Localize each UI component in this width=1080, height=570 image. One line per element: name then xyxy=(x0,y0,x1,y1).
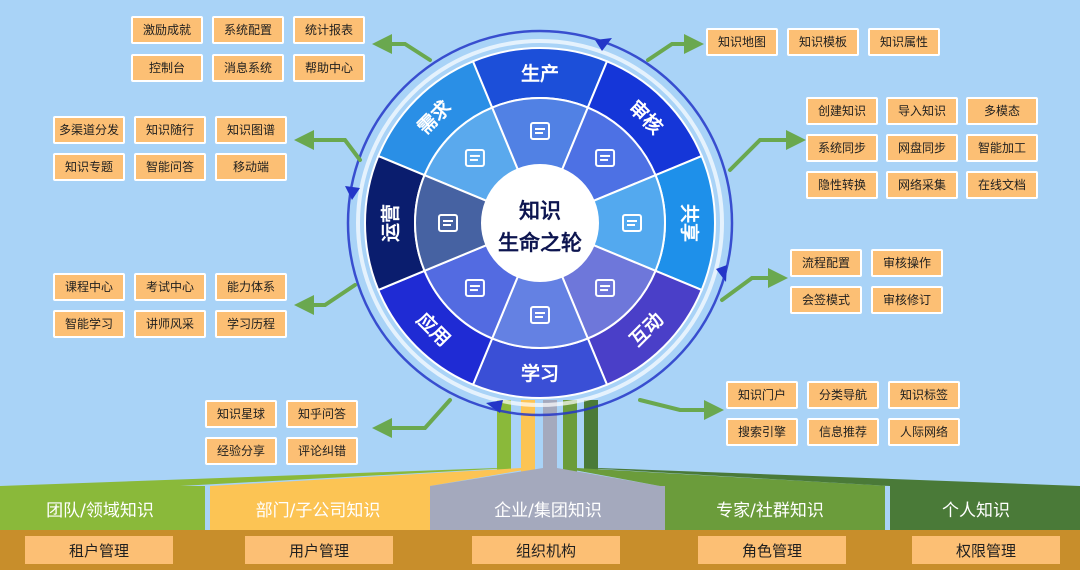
tag-knowledge-graph[interactable]: 知识图谱 xyxy=(215,116,287,144)
tag-countersign[interactable]: 会签模式 xyxy=(790,286,862,314)
arrow-left-top xyxy=(294,130,362,162)
arrow-right-bottom xyxy=(638,398,724,420)
tag-multimodal[interactable]: 多模态 xyxy=(966,97,1038,125)
tag-smart-qa[interactable]: 智能问答 xyxy=(134,153,206,181)
tag-learning-history[interactable]: 学习历程 xyxy=(215,310,287,338)
signal-icon xyxy=(438,214,458,232)
tag-mobile[interactable]: 移动端 xyxy=(215,153,287,181)
arrow-top-left xyxy=(372,34,432,62)
mgmt-role xyxy=(698,536,846,564)
tier-department xyxy=(210,486,430,530)
tag-smart-learning[interactable]: 智能学习 xyxy=(53,310,125,338)
tier-label-department: 部门/子公司知识 xyxy=(256,501,381,521)
tag-online-doc[interactable]: 在线文档 xyxy=(966,171,1038,199)
cycle-arrowheads xyxy=(345,38,727,413)
tag-knowledge-portal[interactable]: 知识门户 xyxy=(726,381,798,409)
tier-label-expert: 专家/社群知识 xyxy=(716,501,824,521)
tag-netdisk-sync[interactable]: 网盘同步 xyxy=(886,134,958,162)
management-bar: 租户管理 用户管理 组织机构 角色管理 权限管理 xyxy=(0,530,1080,570)
tier-team xyxy=(0,486,205,530)
tier-fan xyxy=(0,468,1080,486)
mgmt-tenant xyxy=(25,536,173,564)
mgmt-label-permission: 权限管理 xyxy=(956,542,1016,560)
tag-help-center[interactable]: 帮助中心 xyxy=(293,54,365,82)
tag-category-nav[interactable]: 分类导航 xyxy=(807,381,879,409)
tier-personal xyxy=(890,486,1080,530)
arrow-top-right xyxy=(646,34,704,62)
tag-experience-share[interactable]: 经验分享 xyxy=(205,437,277,465)
arrow-right-middle xyxy=(720,268,788,302)
arrow-left-bottom xyxy=(294,283,357,315)
outer-ring xyxy=(356,39,724,407)
mgmt-label-tenant: 租户管理 xyxy=(69,542,129,560)
tag-knowledge-mobile[interactable]: 知识随行 xyxy=(134,116,206,144)
tier-label-team: 团队/领域知识 xyxy=(46,501,154,521)
tag-process-config[interactable]: 流程配置 xyxy=(790,249,862,277)
bar-chart-icon xyxy=(595,148,616,167)
mgmt-org xyxy=(472,536,620,564)
book-icon xyxy=(464,279,485,298)
tag-knowledge-planet[interactable]: 知识星球 xyxy=(205,400,277,428)
tag-knowledge-label[interactable]: 知识标签 xyxy=(888,381,960,409)
tag-web-crawl[interactable]: 网络采集 xyxy=(886,171,958,199)
tag-tacit-conversion[interactable]: 隐性转换 xyxy=(806,171,878,199)
tag-course-center[interactable]: 课程中心 xyxy=(53,273,125,301)
tag-knowledge-topic[interactable]: 知识专题 xyxy=(53,153,125,181)
cycle-arrow-ring xyxy=(346,29,734,417)
mgmt-label-user: 用户管理 xyxy=(289,542,349,560)
tier-bar: 团队/领域知识 部门/子公司知识 企业/集团知识 专家/社群知识 个人知识 xyxy=(0,486,1080,530)
tag-zhihu-qa[interactable]: 知乎问答 xyxy=(286,400,358,428)
tag-review-operation[interactable]: 审核操作 xyxy=(871,249,943,277)
tag-instructor[interactable]: 讲师风采 xyxy=(134,310,206,338)
tag-knowledge-template[interactable]: 知识模板 xyxy=(787,28,859,56)
mgmt-label-org: 组织机构 xyxy=(516,542,576,560)
center-title-line2: 生命之轮 xyxy=(498,231,582,255)
doc-icon xyxy=(464,148,485,167)
arrow-bottom-left xyxy=(372,398,452,438)
arrow-right-top xyxy=(728,130,806,172)
tag-smart-processing[interactable]: 智能加工 xyxy=(966,134,1038,162)
mgmt-user xyxy=(245,536,393,564)
wheel-segment-label: 生产 xyxy=(521,62,559,85)
wheel-stand xyxy=(497,400,598,472)
tag-search-engine[interactable]: 搜索引擎 xyxy=(726,418,798,446)
center-hub xyxy=(482,165,598,281)
tag-knowledge-map[interactable]: 知识地图 xyxy=(706,28,778,56)
tag-system-config[interactable]: 系统配置 xyxy=(212,16,284,44)
mgmt-label-role: 角色管理 xyxy=(742,542,802,560)
tag-comment-correct[interactable]: 评论纠错 xyxy=(286,437,358,465)
tier-label-personal: 个人知识 xyxy=(942,501,1010,521)
wheel-segment-label: 共享 xyxy=(678,204,701,242)
checklist-icon xyxy=(530,122,550,140)
tag-review-revision[interactable]: 审核修订 xyxy=(871,286,943,314)
connector-arrows xyxy=(294,34,806,438)
mgmt-permission xyxy=(912,536,1060,564)
tag-create-knowledge[interactable]: 创建知识 xyxy=(806,97,878,125)
center-title-line1: 知识 xyxy=(519,199,561,223)
tag-system-sync[interactable]: 系统同步 xyxy=(806,134,878,162)
tag-messaging[interactable]: 消息系统 xyxy=(212,54,284,82)
tier-label-enterprise: 企业/集团知识 xyxy=(494,501,602,521)
tag-knowledge-attribute[interactable]: 知识属性 xyxy=(868,28,940,56)
tag-exam-center[interactable]: 考试中心 xyxy=(134,273,206,301)
tag-incentive[interactable]: 激励成就 xyxy=(131,16,203,44)
wheel-segment-label: 学习 xyxy=(521,362,559,385)
wheel-segment-label: 运营 xyxy=(379,204,402,242)
tag-console[interactable]: 控制台 xyxy=(131,54,203,82)
tag-import-knowledge[interactable]: 导入知识 xyxy=(886,97,958,125)
printer-icon xyxy=(595,279,616,298)
tag-people-network[interactable]: 人际网络 xyxy=(888,418,960,446)
tier-expert xyxy=(665,486,885,530)
tag-competency[interactable]: 能力体系 xyxy=(215,273,287,301)
tag-recommendation[interactable]: 信息推荐 xyxy=(807,418,879,446)
tag-statistics[interactable]: 统计报表 xyxy=(293,16,365,44)
tier-enterprise xyxy=(430,486,665,530)
tools-icon xyxy=(530,306,550,324)
tag-multichannel[interactable]: 多渠道分发 xyxy=(53,116,125,144)
file-icon xyxy=(622,214,642,232)
